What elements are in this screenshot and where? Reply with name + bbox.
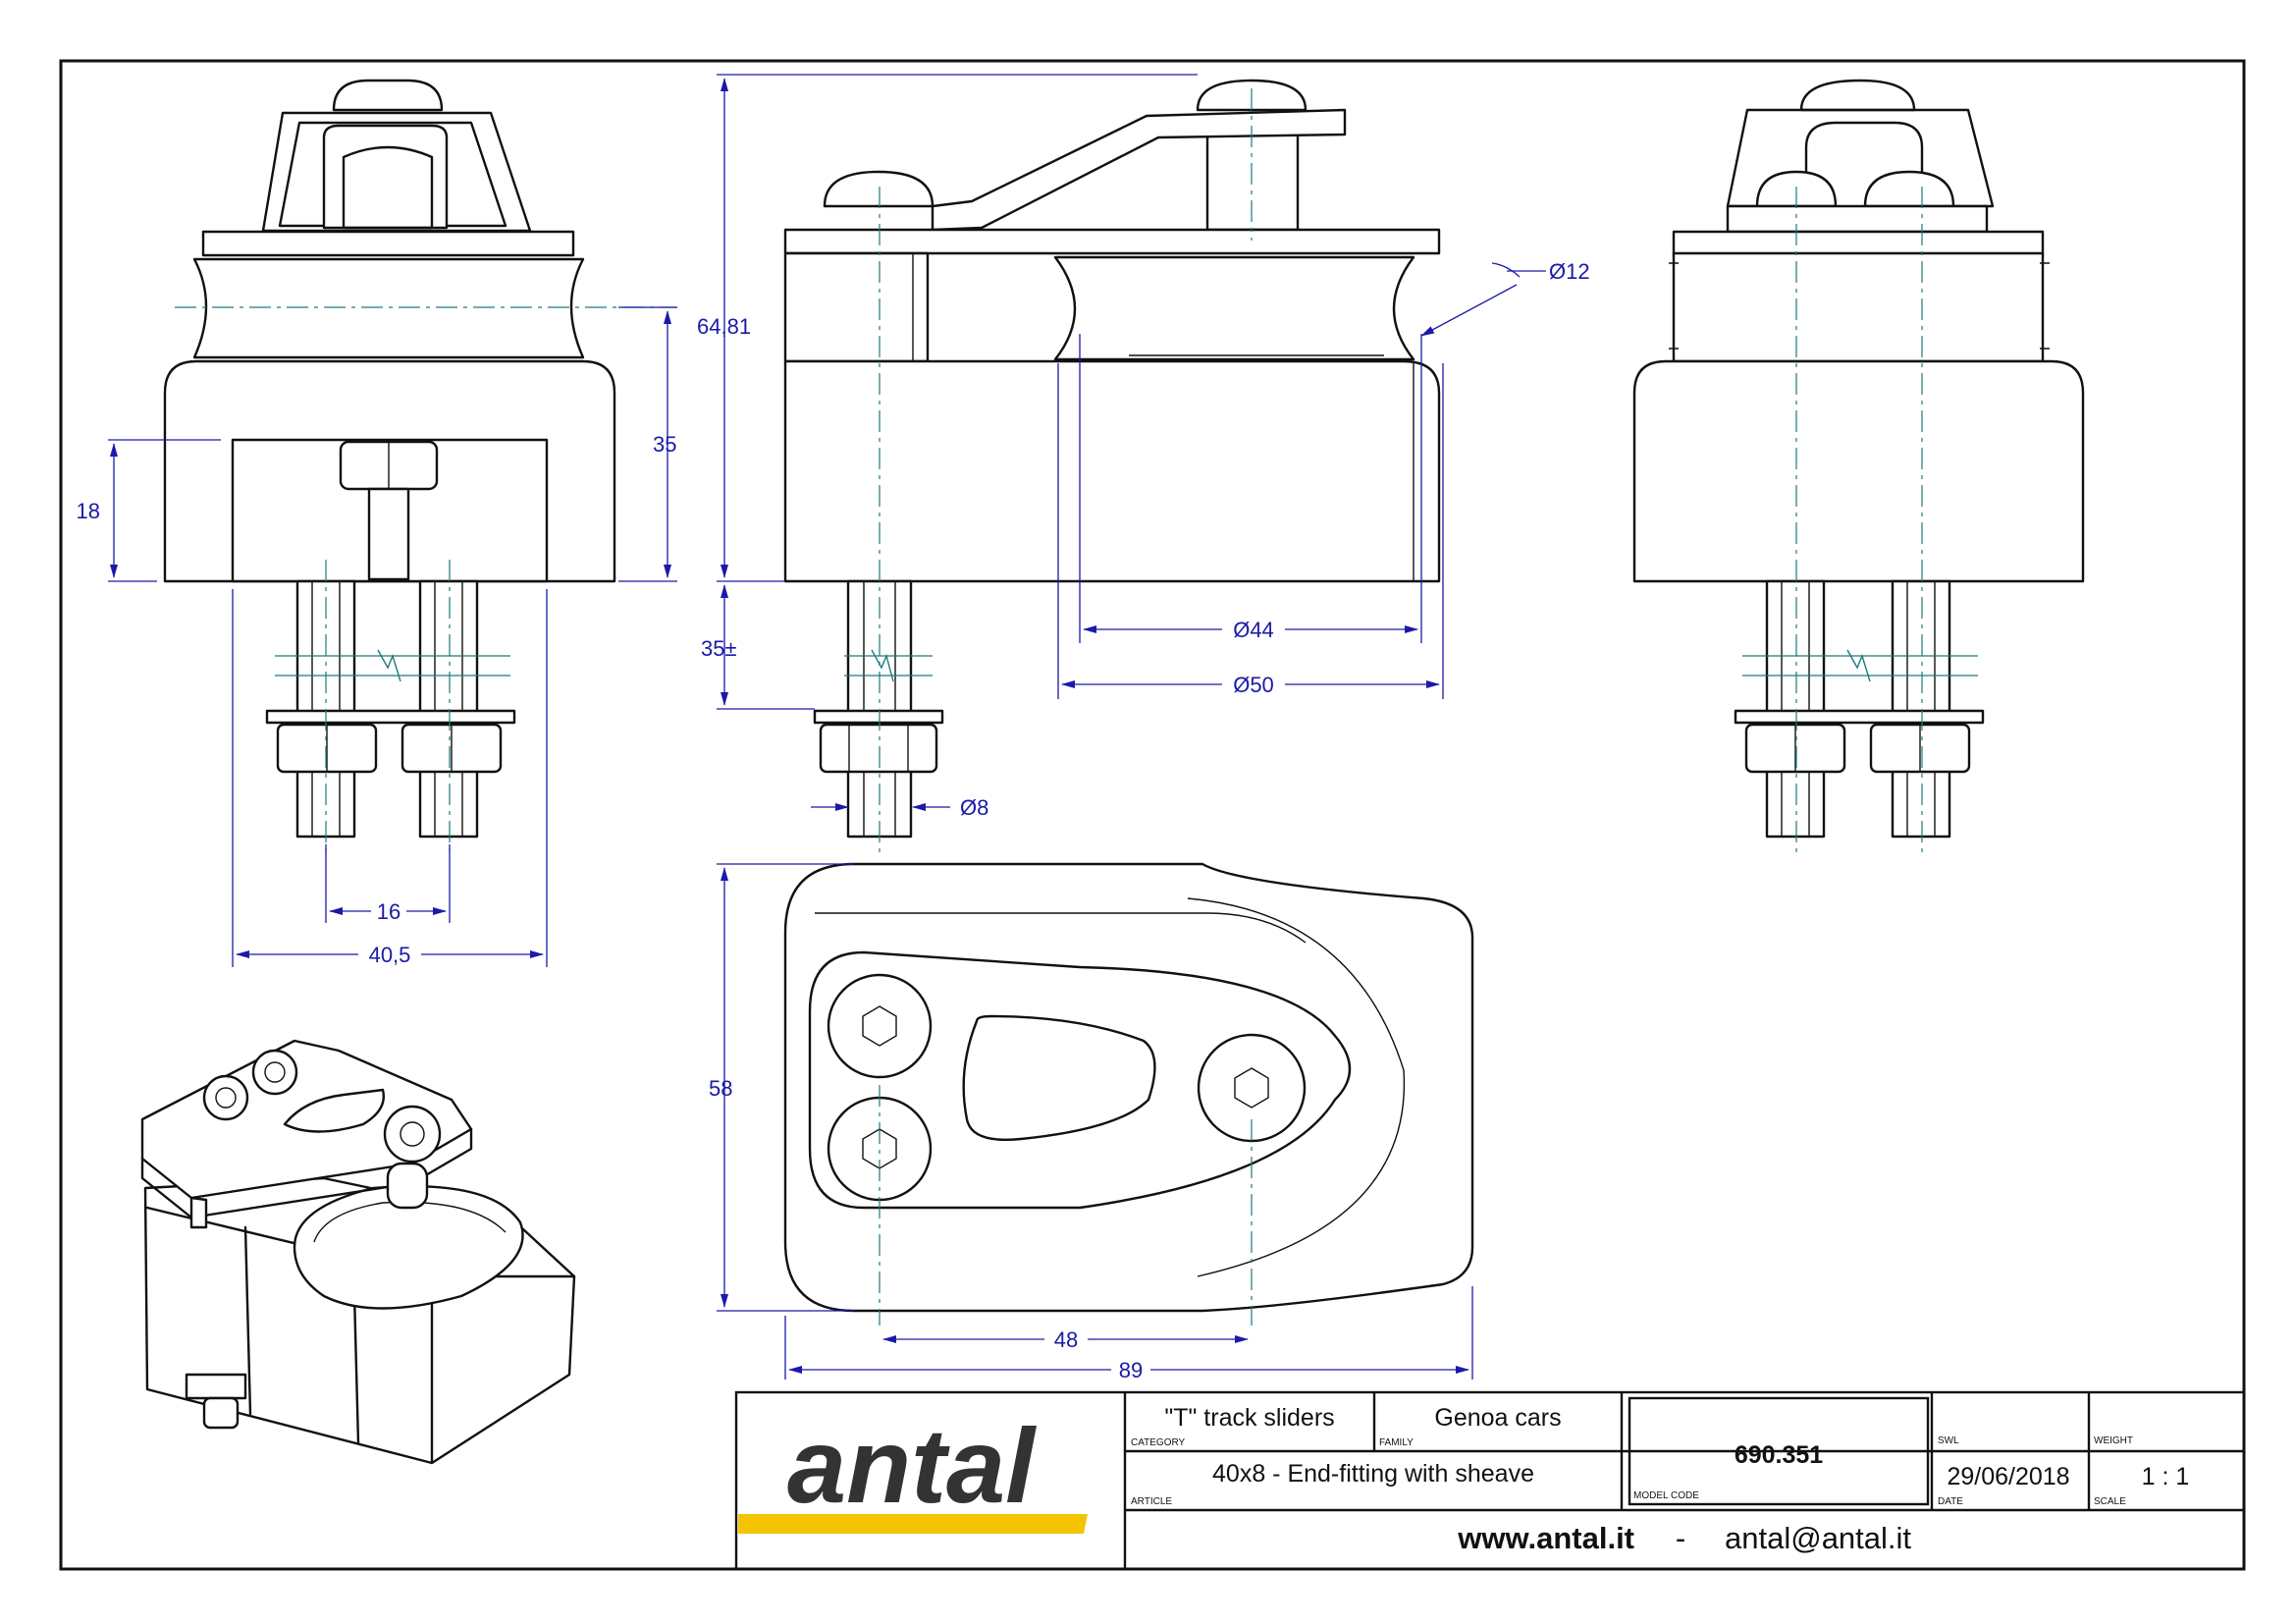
weight-label: WEIGHT bbox=[2094, 1435, 2133, 1446]
family-label: FAMILY bbox=[1379, 1437, 1414, 1448]
title-block: antal "T" track sliders CATEGORY Genoa c… bbox=[734, 1390, 2246, 1571]
dim-body-height: 35 bbox=[653, 432, 676, 457]
dim-plan-width: 58 bbox=[709, 1076, 732, 1101]
isometric-view bbox=[140, 1039, 576, 1465]
article-label: ARTICLE bbox=[1131, 1496, 1172, 1507]
dim-sheave-outer: Ø50 bbox=[1233, 673, 1274, 697]
dim-total-height: 64,81 bbox=[697, 314, 751, 339]
dim-stud-length: 35± bbox=[701, 636, 737, 661]
swl-label: SWL bbox=[1938, 1435, 1959, 1446]
family-value: Genoa cars bbox=[1434, 1404, 1561, 1432]
category-value: "T" track sliders bbox=[1164, 1404, 1334, 1432]
dim-groove: Ø12 bbox=[1549, 259, 1590, 284]
dim-base-width: 40,5 bbox=[369, 943, 411, 967]
model-code-label: MODEL CODE bbox=[1633, 1490, 1699, 1501]
dim-stud-diameter: Ø8 bbox=[960, 795, 988, 820]
dim-base-height: 18 bbox=[77, 499, 100, 523]
logo-underline bbox=[738, 1514, 1088, 1534]
front-view: 18 35 16 40,5 bbox=[77, 79, 677, 967]
dim-stud-pitch: 16 bbox=[377, 899, 400, 924]
rear-view bbox=[1632, 79, 2085, 854]
scale-value: 1 : 1 bbox=[2142, 1463, 2190, 1490]
date-value: 29/06/2018 bbox=[1947, 1463, 2069, 1490]
dim-hole-pitch: 48 bbox=[1054, 1327, 1078, 1352]
scale-label: SCALE bbox=[2094, 1496, 2126, 1507]
email-link[interactable]: antal@antal.it bbox=[1725, 1521, 1911, 1555]
article-value: 40x8 - End-fitting with sheave bbox=[1212, 1460, 1534, 1488]
model-code-value: 690.351 bbox=[1735, 1441, 1823, 1469]
website-link[interactable]: www.antal.it bbox=[1457, 1521, 1634, 1555]
date-label: DATE bbox=[1938, 1496, 1963, 1507]
category-label: CATEGORY bbox=[1131, 1437, 1186, 1448]
contact-separator: - bbox=[1676, 1521, 1685, 1555]
plan-view: 58 48 89 bbox=[709, 862, 1474, 1382]
dim-plan-length: 89 bbox=[1119, 1358, 1143, 1382]
antal-logo: antal bbox=[787, 1406, 1037, 1525]
side-view: 64,81 35± Ø44 Ø50 Ø12 Ø8 bbox=[697, 74, 1590, 854]
dim-sheave-inner: Ø44 bbox=[1233, 618, 1274, 642]
